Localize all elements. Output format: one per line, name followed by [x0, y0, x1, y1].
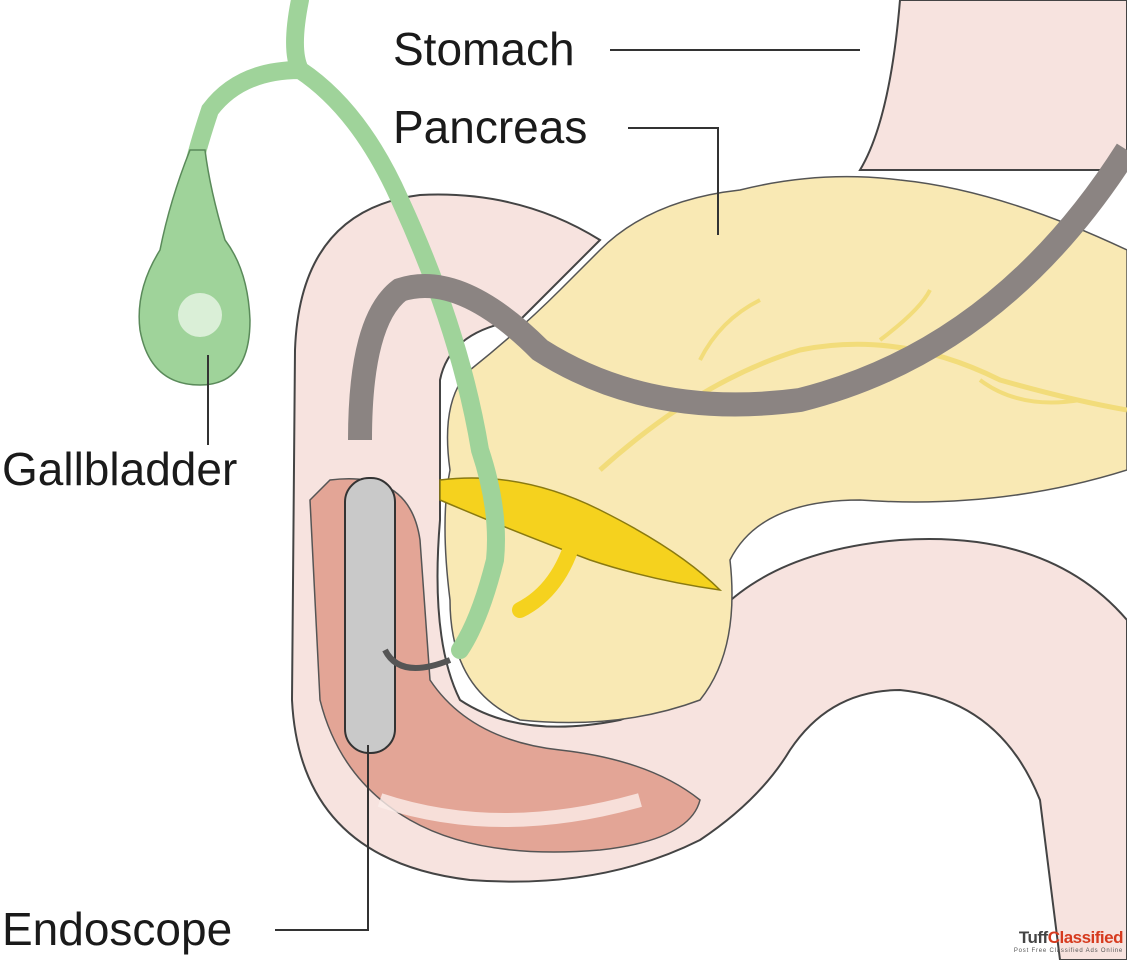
label-stomach: Stomach: [393, 23, 575, 75]
label-gallbladder: Gallbladder: [2, 443, 238, 495]
pancreas-shape: [444, 175, 1127, 724]
duodenum-inner-lining: [309, 478, 701, 853]
watermark-logo: TuffClassified Post Free Classified Ads …: [1013, 928, 1124, 954]
stomach-shape: [858, 0, 1127, 171]
watermark-brand-1: Tuff: [1018, 928, 1048, 947]
bile-duct: [186, 0, 505, 659]
gallbladder-shape: [138, 149, 251, 386]
watermark-brand-2: Classified: [1047, 928, 1124, 947]
label-pancreas: Pancreas: [393, 101, 588, 153]
label-endoscope: Endoscope: [2, 903, 233, 955]
endoscope-tip: [344, 477, 396, 754]
endoscope-tube: [348, 143, 1127, 441]
watermark-tagline: Post Free Classified Ads Online: [1013, 948, 1123, 954]
